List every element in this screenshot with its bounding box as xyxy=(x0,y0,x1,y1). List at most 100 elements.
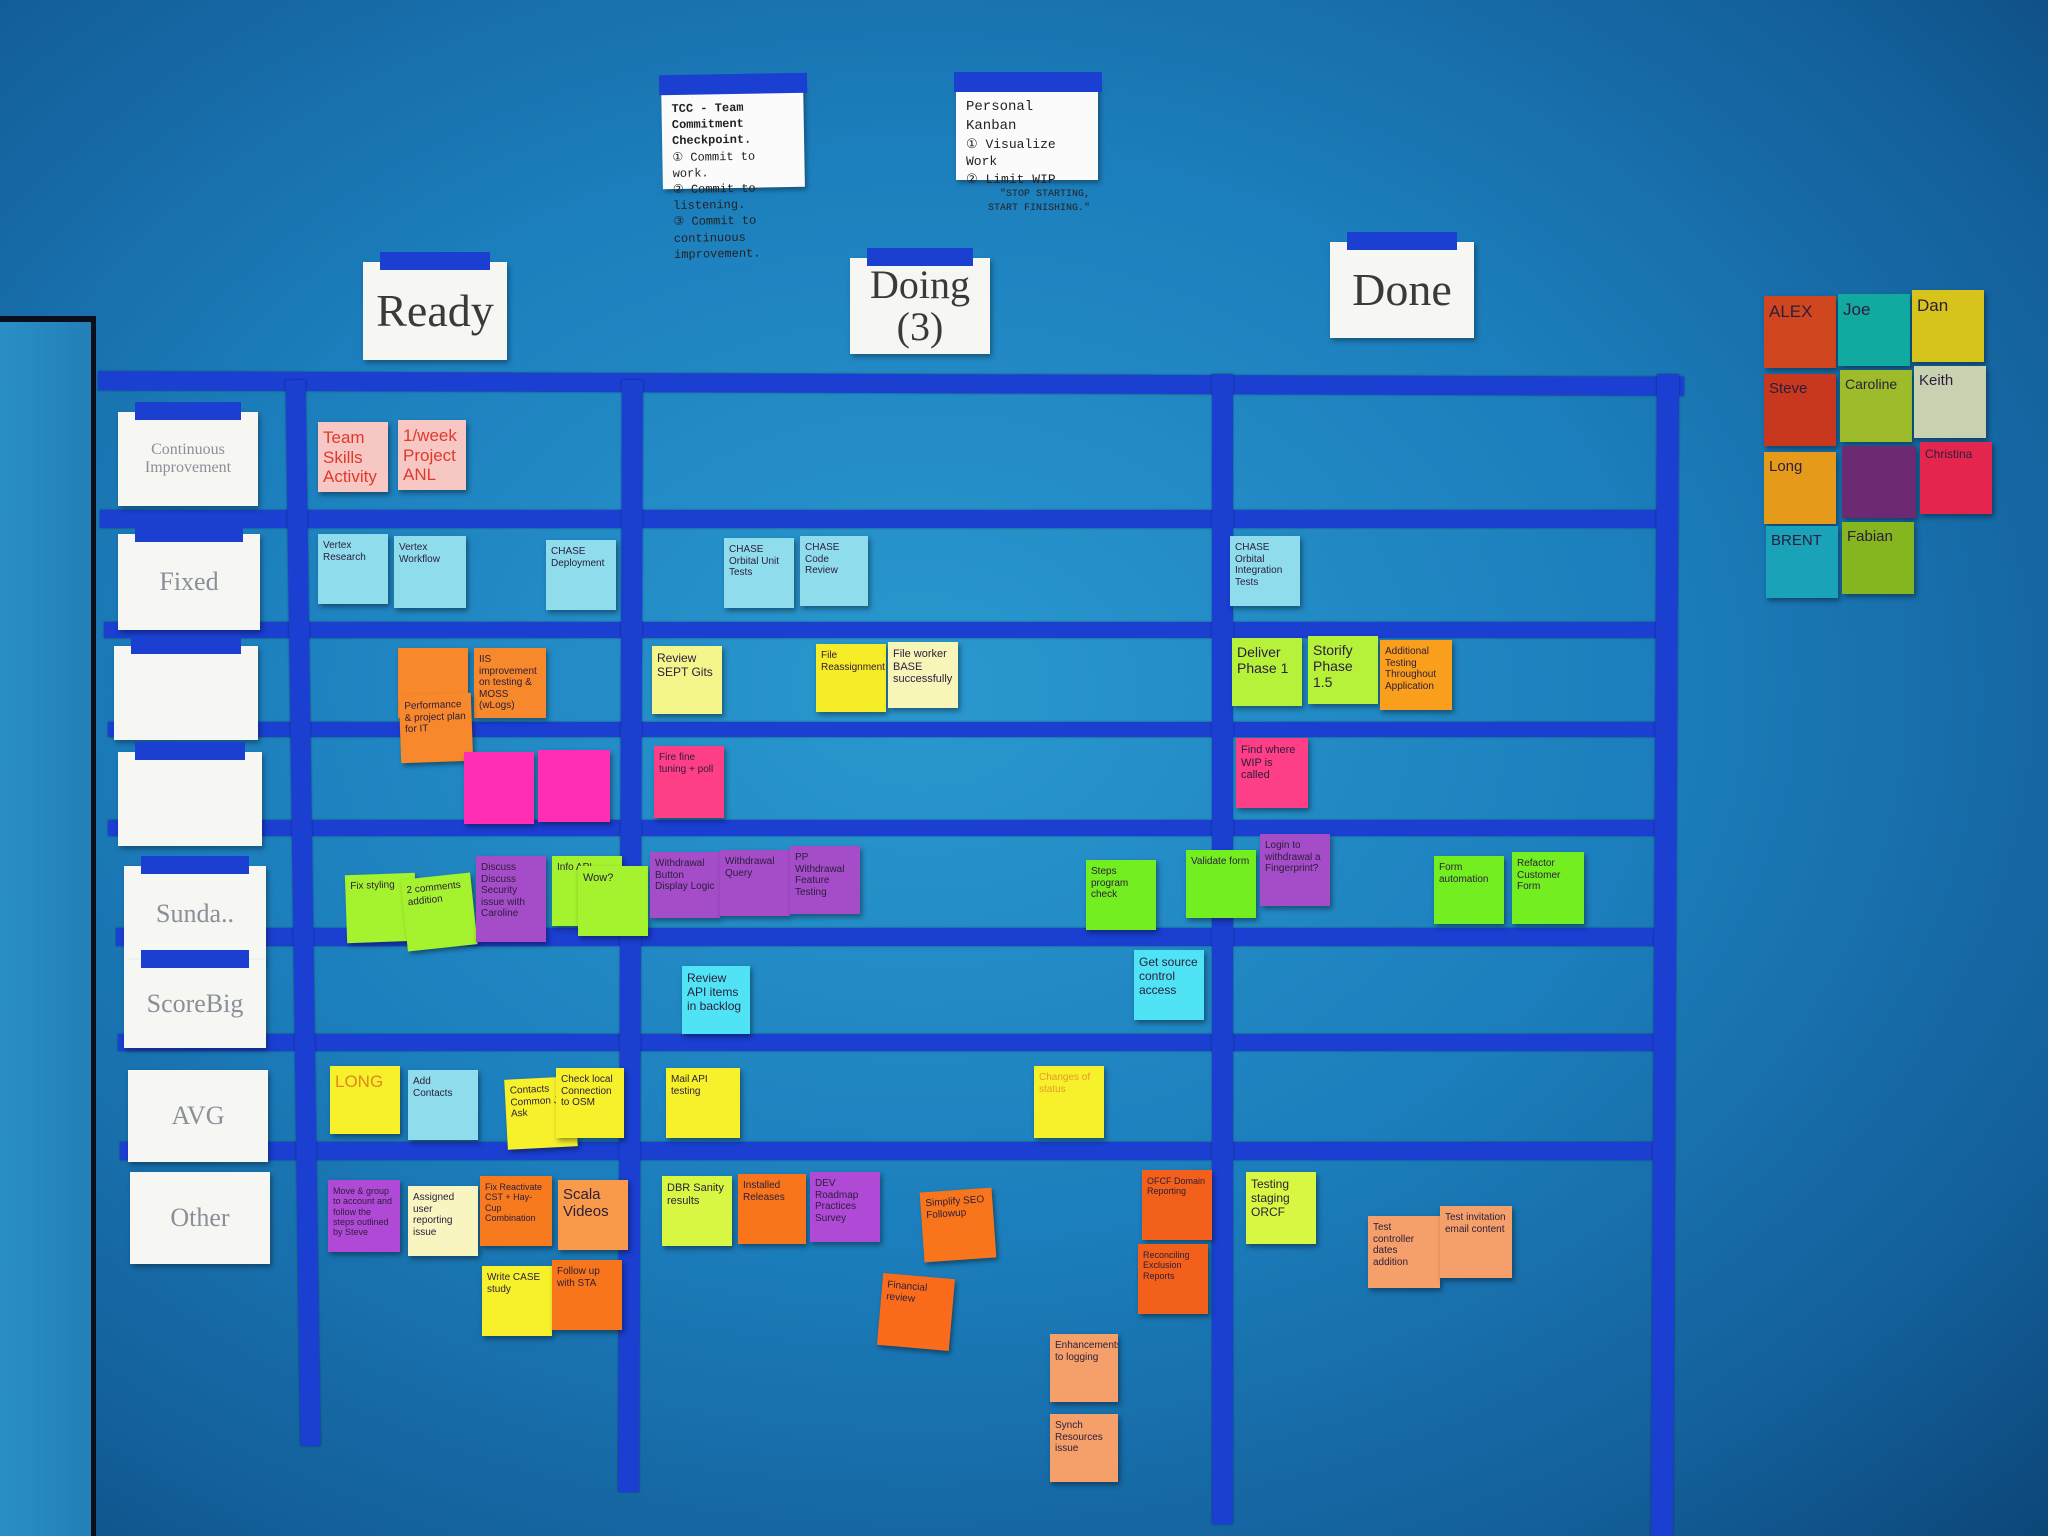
grid-line-vertical xyxy=(1212,374,1233,1524)
row-label-text: Other xyxy=(170,1203,230,1232)
team-member-note: Joe xyxy=(1838,294,1910,366)
team-member-name: ALEX xyxy=(1769,302,1813,321)
sticky-note-text: Team Skills Activity xyxy=(323,428,377,487)
sticky-note: Discuss Discuss Security issue with Caro… xyxy=(476,856,546,942)
sticky-note: Find where WIP is called xyxy=(1236,738,1308,808)
row-label-4 xyxy=(118,742,262,846)
sticky-note-text: Reconciling Exclusion Reports xyxy=(1143,1250,1190,1281)
sticky-note: Scala Videos xyxy=(558,1180,628,1250)
tcc-note-title: TCC - Team Commitment Checkpoint. xyxy=(671,100,752,149)
sticky-note-text: Mail API testing xyxy=(671,1074,708,1097)
grid-line-vertical xyxy=(285,379,321,1447)
tape-strip xyxy=(135,524,243,542)
sticky-note: Withdrawal Button Display Logic xyxy=(650,852,720,918)
sticky-note: CHASE Orbital Unit Tests xyxy=(724,538,794,608)
sticky-note: PP Withdrawal Feature Testing xyxy=(790,846,860,914)
sticky-note: CHASE Orbital Integration Tests xyxy=(1230,536,1300,606)
grid-line-horizontal xyxy=(120,1142,1660,1160)
tcc-note-line: ③ Commit to continuous improvement. xyxy=(673,213,761,262)
team-member-name: Caroline xyxy=(1845,376,1898,392)
sticky-note-text: Synch Resources issue xyxy=(1055,1420,1103,1454)
column-header-doing: Doing (3) xyxy=(850,248,990,354)
tape-strip xyxy=(954,72,1102,92)
column-header-done: Done xyxy=(1330,232,1474,338)
sticky-note-text: Steps program check xyxy=(1091,866,1129,900)
sticky-note-text: LONG xyxy=(335,1072,384,1091)
row-label-3 xyxy=(114,636,258,740)
sticky-note-text: Changes of status xyxy=(1039,1072,1091,1095)
sticky-note-text: Storify Phase 1.5 xyxy=(1313,642,1353,691)
sticky-note-text: Test controller dates addition xyxy=(1373,1222,1415,1268)
sticky-note-text: Check local Connection to OSM xyxy=(561,1074,613,1108)
team-member-note: Keith xyxy=(1914,366,1986,438)
sticky-note: Withdrawal Query xyxy=(720,850,790,916)
tape-strip xyxy=(141,950,249,968)
kanban-note-line: ① Visualize Work xyxy=(966,136,1056,170)
sticky-note: CHASE Code Review xyxy=(800,536,868,606)
tcc-note-line: ① Commit to work. xyxy=(672,149,756,181)
sticky-note-text: Simplify SEO Followup xyxy=(925,1194,985,1221)
sticky-note-text: Review SEPT Gits xyxy=(657,651,713,679)
grid-line-horizontal xyxy=(108,722,1660,737)
sticky-note-text: Assigned user reporting issue xyxy=(413,1192,455,1238)
team-member-note: Christina xyxy=(1920,442,1992,514)
grid-line-horizontal xyxy=(104,622,1662,638)
kanban-note-line: "STOP STARTING, START FINISHING." xyxy=(987,189,1090,214)
grid-line-horizontal xyxy=(108,820,1660,836)
sticky-note xyxy=(538,750,610,822)
team-member-note: Caroline xyxy=(1840,370,1912,442)
team-member-note: Fabian xyxy=(1842,522,1914,594)
sticky-note: DEV Roadmap Practices Survey xyxy=(810,1172,880,1242)
tape-strip xyxy=(141,856,249,874)
team-member-note: BRENT xyxy=(1766,526,1838,598)
sticky-note-text: Login to withdrawal a Fingerprint? xyxy=(1265,840,1321,874)
sticky-note-text: CHASE Orbital Integration Tests xyxy=(1235,542,1283,588)
sticky-note-text: Financial review xyxy=(885,1279,928,1305)
sticky-note-text: File Reassignment xyxy=(821,650,885,673)
sticky-note-text: Form automation xyxy=(1439,862,1489,885)
sticky-note-text: 2 comments addition xyxy=(406,879,462,908)
sticky-note-text: Validate form xyxy=(1191,856,1250,867)
tape-strip xyxy=(380,252,490,270)
sticky-note-text: DBR Sanity results xyxy=(667,1182,724,1207)
row-label-text: ScoreBig xyxy=(146,989,244,1018)
team-member-note: Dan xyxy=(1912,290,1984,362)
team-member-name: Steve xyxy=(1769,380,1808,397)
column-header-label: Ready xyxy=(376,284,494,336)
team-member-name: Christina xyxy=(1925,447,1973,461)
sticky-note: Test controller dates addition xyxy=(1368,1216,1440,1288)
sticky-note-text: Test invitation email content xyxy=(1445,1212,1506,1235)
row-label-scorebig: ScoreBig xyxy=(124,950,266,1048)
kanban-note-line: ② Limit WIP xyxy=(966,171,1056,187)
team-member-name: Keith xyxy=(1919,372,1954,389)
sticky-note: Mail API testing xyxy=(666,1068,740,1138)
sticky-note-text: OFCF Domain Reporting xyxy=(1147,1176,1206,1197)
sticky-note: Add Contacts xyxy=(408,1070,478,1140)
tape-strip xyxy=(134,402,242,420)
tcc-note-card: TCC - Team Commitment Checkpoint. ① Comm… xyxy=(658,72,807,262)
sticky-note-text: Info API xyxy=(557,862,593,873)
sticky-note: Move & group to account and follow the s… xyxy=(328,1180,400,1252)
sticky-note-text: File worker BASE successfully xyxy=(893,648,953,686)
sticky-note: Installed Releases xyxy=(738,1174,806,1244)
sticky-note: 1/week Project ANL xyxy=(398,420,466,490)
sticky-note-text: Fix Reactivate CST + Hay-Cup Combination xyxy=(485,1182,543,1224)
row-label-other: Other xyxy=(130,1172,270,1264)
sticky-note: CHASE Deployment xyxy=(546,540,616,610)
sticky-note: Vertex Research xyxy=(318,534,388,604)
grid-line-horizontal xyxy=(118,1034,1660,1051)
tape-strip xyxy=(1347,232,1457,250)
grid-line-vertical xyxy=(1650,373,1680,1536)
sticky-note-text: Deliver Phase 1 xyxy=(1237,644,1289,677)
sticky-note-text: Testing staging ORCF xyxy=(1251,1177,1290,1219)
sticky-note: Performance & project plan for IT xyxy=(398,692,474,764)
tape-strip xyxy=(658,72,807,96)
sticky-note: Testing staging ORCF xyxy=(1246,1172,1316,1244)
row-label-text: Fixed xyxy=(159,567,219,596)
sticky-note: Storify Phase 1.5 xyxy=(1308,636,1378,704)
sticky-note: OFCF Domain Reporting xyxy=(1142,1170,1212,1240)
sticky-note: Validate form xyxy=(1186,850,1256,918)
sticky-note-text: Wow? xyxy=(583,872,614,884)
grid-line-horizontal xyxy=(97,371,1685,396)
sticky-note: LONG xyxy=(330,1066,400,1134)
